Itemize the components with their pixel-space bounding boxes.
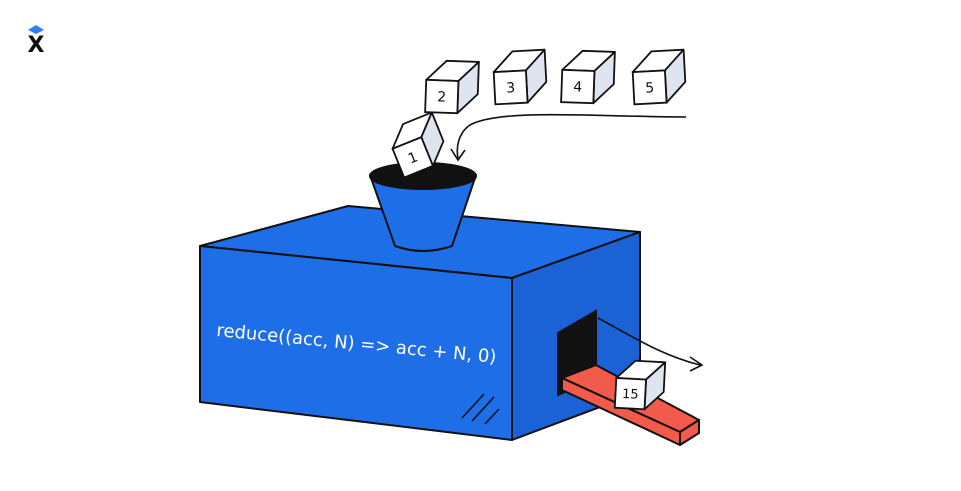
queue-cube-3-label: 4: [573, 79, 583, 95]
input-flow-arrow: [456, 113, 687, 159]
output-flow-arrowhead: [689, 356, 704, 372]
queue-cube-1-front: [424, 78, 460, 115]
output-cube-front: [613, 377, 647, 411]
queue-cube-4-front: [631, 69, 668, 106]
queue-cube-4: 5: [631, 48, 687, 106]
cubes-layer: 2 3 4 5 1 15: [391, 48, 687, 411]
queue-cube-1: 2: [424, 59, 480, 115]
conveyor-end: [679, 419, 700, 446]
queue-cube-2-label: 3: [506, 80, 516, 96]
queue-cube-4-label: 5: [645, 80, 655, 96]
brand-logo: X: [28, 25, 45, 58]
queue-cube-3: 4: [560, 49, 616, 105]
funnel-body: [369, 174, 477, 252]
input-flow-arrowhead: [450, 148, 466, 162]
falling-cube: 1: [391, 111, 445, 179]
queue-cube-2: 3: [492, 48, 548, 106]
falling-cube-front: [391, 136, 435, 179]
queue-cube-3-front: [560, 68, 596, 105]
logo-glyph: X: [28, 33, 45, 58]
queue-cube-1-label: 2: [437, 89, 446, 105]
output-cube-label: 15: [622, 387, 639, 403]
queue-cube-2-front: [492, 69, 529, 106]
machine-gloss-marks: [461, 393, 500, 425]
output-flow-arrow: [597, 317, 701, 366]
output-cube: 15: [613, 359, 667, 411]
logo-cap-icon: [28, 25, 44, 34]
